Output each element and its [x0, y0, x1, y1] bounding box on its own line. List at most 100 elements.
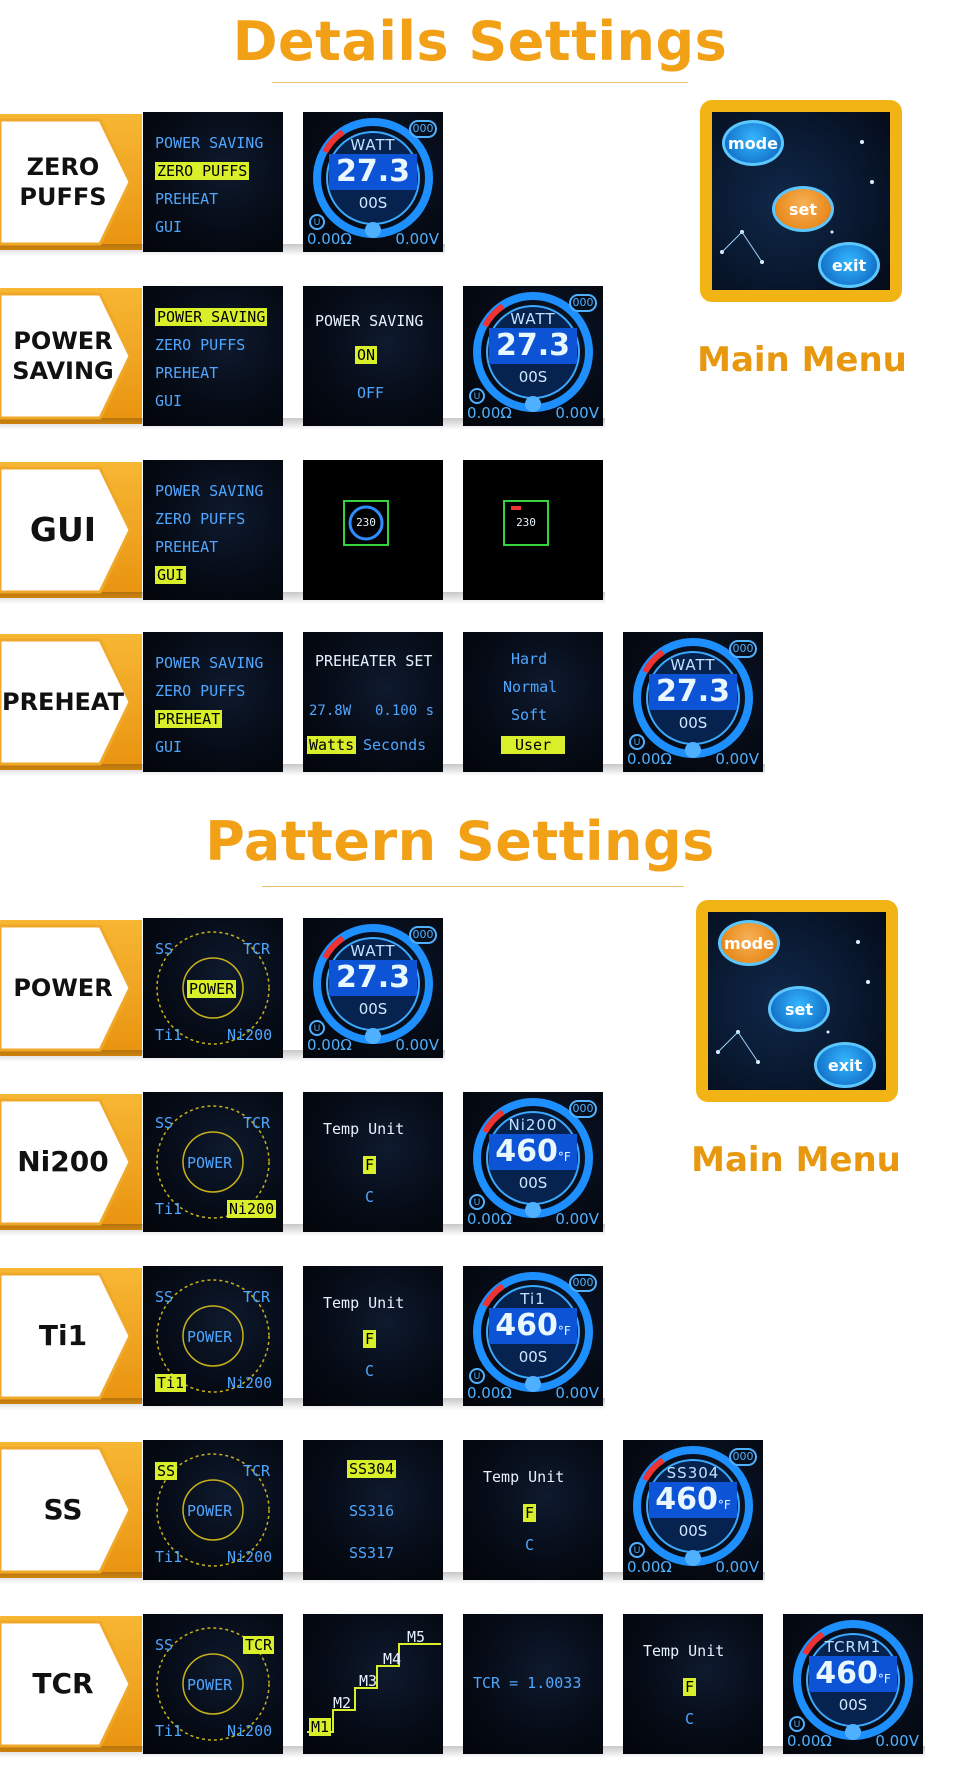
ss-label: SS	[43, 1493, 83, 1526]
mode-wheel-screen: SS TCR POWER Ti1 Ni200	[143, 918, 283, 1058]
power-saving-label: POWER SAVING	[12, 327, 114, 385]
gauge-resistance: 0.00Ω	[307, 230, 352, 248]
ss-gauge-screen: 000 SS304 460°F 00S U 0.00Ω 0.00V	[623, 1440, 763, 1580]
wheel-tcr: TCR	[243, 940, 271, 958]
mode-button[interactable]: mode	[718, 920, 780, 966]
gauge-voltage: 0.00V	[555, 404, 599, 422]
menu-item-preheat: PREHEAT	[155, 710, 223, 728]
gauge-time: 00S	[518, 1348, 548, 1366]
corner-indicator: 000	[729, 640, 757, 658]
wheel-ti1: Ti1	[155, 1374, 187, 1392]
menu-item-zero-puffs: ZERO PUFFS	[155, 682, 246, 700]
pattern-section-title: Pattern Settings	[205, 810, 715, 873]
lock-icon	[845, 1724, 861, 1740]
menu-screen: POWER SAVING ZERO PUFFS PREHEAT GUI	[143, 286, 283, 426]
main-menu-screen: mode set exit	[700, 100, 902, 302]
tcr-step-m5: M5	[407, 1628, 426, 1646]
gauge-resistance: 0.00Ω	[787, 1732, 832, 1750]
power-icon: U	[309, 214, 325, 230]
gauge-resistance: 0.00Ω	[467, 1210, 512, 1228]
wheel-ss: SS	[155, 1636, 174, 1654]
wheel-power: POWER	[187, 1154, 233, 1172]
ss-type-304: SS304	[347, 1460, 397, 1478]
wheel-ss: SS	[155, 1114, 174, 1132]
gauge-value: 27.3	[329, 960, 417, 996]
tcr-value-screen: TCR = 1.0033	[463, 1614, 603, 1754]
ss-type-screen: SS304 SS316 SS317	[303, 1440, 443, 1580]
preheat-mode-soft: Soft	[511, 706, 548, 724]
temp-unit-screen: Temp Unit F C	[303, 1092, 443, 1232]
temp-unit-title: Temp Unit	[323, 1120, 405, 1138]
ss-row: SS SS TCR POWER Ti1 Ni200 SS304 SS316 SS…	[0, 1440, 960, 1584]
preheater-watts-tab: Watts	[307, 736, 357, 754]
preheat-mode-hard: Hard	[511, 650, 548, 668]
wheel-ti1: Ti1	[155, 1026, 183, 1044]
details-title-underline	[272, 82, 688, 83]
lock-icon	[525, 396, 541, 412]
tcr-row: TCR SS TCR POWER Ti1 Ni200 M1 M2 M3 M4 M…	[0, 1614, 960, 1758]
lock-icon	[685, 1550, 701, 1566]
menu-item-gui: GUI	[155, 218, 183, 236]
ni200-gauge-screen: 000 Ni200 460°F 00S U 0.00Ω 0.00V	[463, 1092, 603, 1232]
gui-classic-thumbnail: 230	[503, 500, 549, 546]
exit-button[interactable]: exit	[818, 242, 880, 288]
ss-type-316: SS316	[349, 1502, 395, 1520]
wheel-ni200: Ni200	[227, 1548, 273, 1566]
details-section-title: Details Settings	[232, 10, 728, 73]
gauge-time: 00S	[518, 1174, 548, 1192]
watt-gauge-screen: 000 WATT 27.3 00S U 0.00Ω 0.00V	[303, 918, 443, 1058]
mode-wheel-screen: SS TCR POWER Ti1 Ni200	[143, 1614, 283, 1754]
menu-item-preheat: PREHEAT	[155, 364, 219, 382]
gauge-mode: Ti1	[520, 1290, 546, 1308]
temp-unit-c: C	[365, 1188, 375, 1206]
temp-unit-c: C	[525, 1536, 535, 1554]
gauge-time: 00S	[358, 1000, 388, 1018]
preheater-title: PREHEATER SET	[315, 652, 433, 670]
power-icon: U	[789, 1716, 805, 1732]
preheat-label: PREHEAT	[1, 688, 125, 716]
menu-screen: POWER SAVING ZERO PUFFS PREHEAT GUI	[143, 632, 283, 772]
tcr-step-m4: M4	[383, 1650, 402, 1668]
tcr-step-m2: M2	[333, 1694, 352, 1712]
zero-puffs-label: ZERO PUFFS	[19, 153, 107, 211]
set-button[interactable]: set	[768, 986, 830, 1032]
menu-item-preheat: PREHEAT	[155, 538, 219, 556]
menu-item-power-saving: POWER SAVING	[155, 308, 268, 326]
menu-item-gui: GUI	[155, 566, 187, 584]
preheat-row: PREHEAT POWER SAVING ZERO PUFFS PREHEAT …	[0, 632, 960, 776]
wheel-power: POWER	[187, 1676, 233, 1694]
watt-gauge-screen: 000 WATT 27.3 00S U 0.00Ω 0.00V	[463, 286, 603, 426]
gui-round-preview: 230	[303, 460, 443, 600]
gui-row: GUI POWER SAVING ZERO PUFFS PREHEAT GUI …	[0, 460, 960, 604]
exit-button[interactable]: exit	[814, 1042, 876, 1088]
gauge-voltage: 0.00V	[395, 1036, 439, 1054]
set-button[interactable]: set	[772, 186, 834, 232]
power-icon: U	[629, 734, 645, 750]
temp-unit-f: F	[523, 1504, 537, 1522]
menu-item-gui: GUI	[155, 738, 183, 756]
gauge-mode: TCRM1	[824, 1638, 882, 1656]
tcr-label: TCR	[32, 1667, 94, 1700]
corner-indicator: 000	[569, 294, 597, 312]
zero-puffs-row: ZERO PUFFS POWER SAVING ZERO PUFFS PREHE…	[0, 112, 960, 256]
wheel-ni200: Ni200	[227, 1722, 273, 1740]
menu-item-zero-puffs: ZERO PUFFS	[155, 510, 246, 528]
gauge-value: 460°F	[489, 1308, 577, 1344]
power-saving-row: POWER SAVING POWER SAVING ZERO PUFFS PRE…	[0, 286, 960, 430]
mode-wheel-screen: SS TCR POWER Ti1 Ni200	[143, 1092, 283, 1232]
wheel-ni200: Ni200	[227, 1200, 277, 1218]
power-icon: U	[469, 1194, 485, 1210]
mode-button[interactable]: mode	[722, 120, 784, 166]
power-icon: U	[469, 1368, 485, 1384]
preheater-watts-value: 27.8W	[309, 703, 352, 719]
ti1-label: Ti1	[38, 1319, 88, 1352]
temp-unit-title: Temp Unit	[323, 1294, 405, 1312]
corner-indicator: 000	[409, 926, 437, 944]
ss-type-317: SS317	[349, 1544, 395, 1562]
gui-classic-value: 230	[516, 516, 536, 529]
ni200-label: Ni200	[17, 1145, 109, 1178]
gui-round-value: 230	[356, 516, 376, 529]
corner-indicator: 000	[569, 1100, 597, 1118]
wheel-ss: SS	[155, 940, 174, 958]
wheel-ti1: Ti1	[155, 1722, 183, 1740]
